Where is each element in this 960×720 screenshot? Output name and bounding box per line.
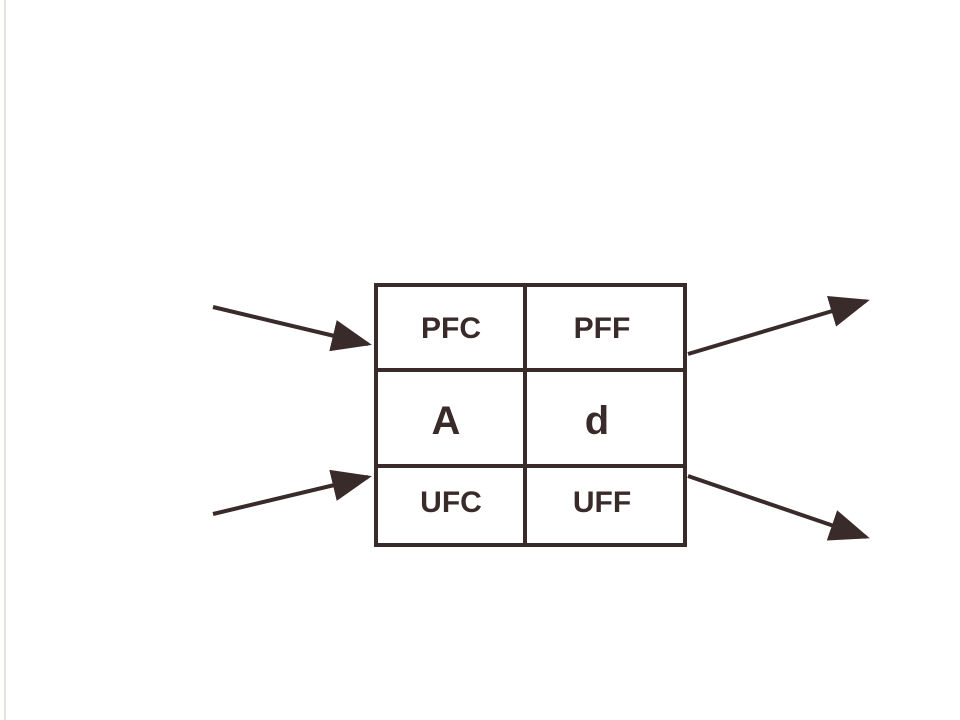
incoming-arrow-bottom bbox=[212, 469, 372, 516]
outgoing-arrow-top bbox=[687, 295, 870, 356]
outgoing-arrow-bottom bbox=[687, 474, 870, 541]
cell-a: A bbox=[432, 399, 461, 443]
cell-ufc: UFC bbox=[420, 486, 482, 519]
cell-pfc: PFC bbox=[421, 312, 481, 345]
incoming-arrow-top bbox=[212, 305, 372, 352]
block-outline bbox=[374, 283, 687, 547]
cell-pff: PFF bbox=[574, 312, 631, 345]
cell-uff: UFF bbox=[573, 486, 631, 519]
cell-d: d bbox=[585, 399, 609, 443]
scan-edge bbox=[4, 0, 6, 720]
